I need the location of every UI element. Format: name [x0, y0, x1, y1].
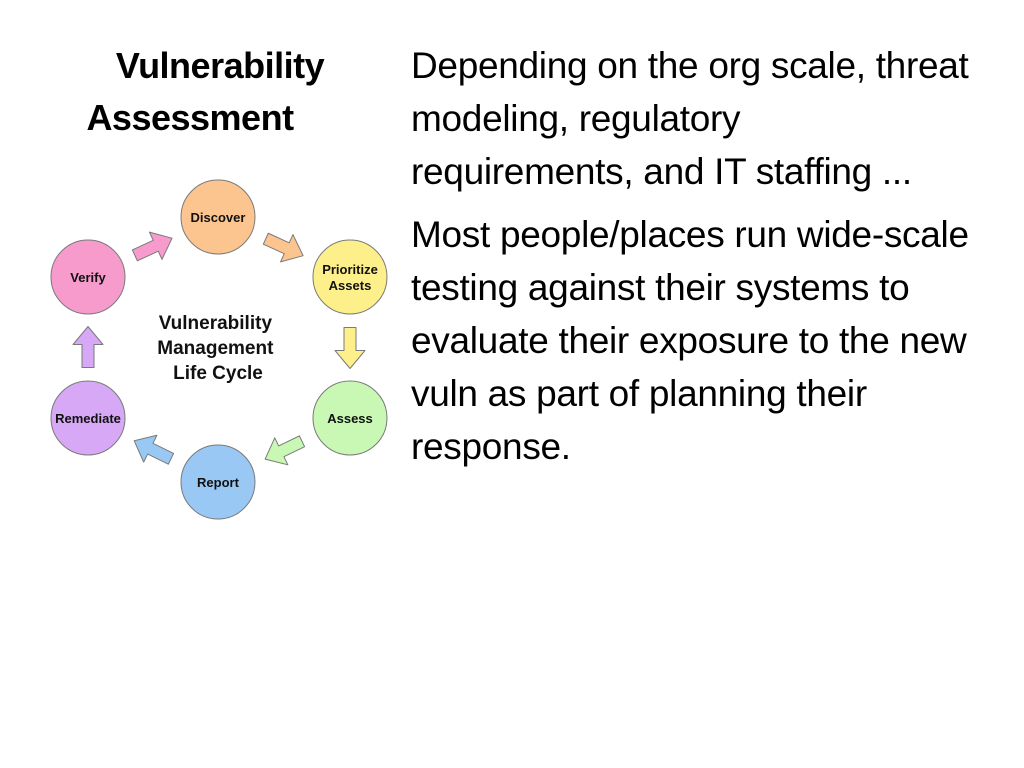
center-label-line-3: Life Cycle	[173, 363, 263, 384]
cycle-node-verify-label: Verify	[70, 270, 106, 285]
cycle-node-report: Report	[180, 444, 256, 520]
cycle-arrow-3-shape	[264, 435, 306, 466]
cycle-arrow-2-icon	[334, 327, 366, 369]
cycle-node-remediate-circle	[50, 380, 126, 456]
cycle-node-verify-label-line-1: Verify	[70, 270, 106, 285]
paragraph-1: Depending on the org scale, threat model…	[411, 45, 969, 192]
cycle-arrow-6-shape	[131, 231, 173, 262]
cycle-node-discover: Discover	[180, 179, 256, 255]
cycle-node-prioritize-assets-circle	[312, 239, 388, 315]
slide-title: Vulnerability Assessment	[60, 40, 380, 144]
cycle-node-discover-circle	[180, 179, 256, 255]
cycle-node-discover-label: Discover	[191, 210, 246, 225]
cycle-node-report-label: Report	[197, 475, 240, 490]
cycle-node-assess: Assess	[312, 380, 388, 456]
cycle-arrow-1-shape	[262, 232, 304, 263]
cycle-node-remediate-label: Remediate	[55, 411, 121, 426]
cycle-arrow-5-shape	[72, 326, 104, 368]
cycle-node-verify-circle	[50, 239, 126, 315]
arrows-layer	[72, 231, 366, 466]
cycle-node-verify: Verify	[50, 239, 126, 315]
cycle-node-assess-label: Assess	[327, 411, 373, 426]
cycle-node-prioritize-assets-label-line-2: Assets	[329, 278, 372, 293]
cycle-node-prioritize-assets-label-line-1: Prioritize	[322, 262, 378, 277]
slide-title-line-2: Assessment	[86, 97, 294, 138]
cycle-arrow-6-icon	[131, 231, 173, 262]
cycle-arrow-3-icon	[264, 435, 306, 466]
cycle-node-assess-circle	[312, 380, 388, 456]
cycle-node-remediate-label-line-1: Remediate	[55, 411, 121, 426]
cycle-node-assess-label-line-1: Assess	[327, 411, 373, 426]
center-label: Vulnerability Management Life Cycle	[157, 313, 278, 384]
cycle-arrow-1-icon	[262, 232, 304, 263]
cycle-arrow-4-shape	[133, 434, 175, 465]
center-label-line-2: Management	[157, 338, 274, 359]
cycle-arrow-4-icon	[133, 434, 175, 465]
body-text: Depending on the org scale, threat model…	[411, 39, 971, 483]
slide-title-line-1: Vulnerability	[115, 45, 325, 86]
cycle-node-discover-label-line-1: Discover	[191, 210, 246, 225]
cycle-node-report-circle	[180, 444, 256, 520]
cycle-arrow-5-icon	[72, 326, 104, 368]
cycle-node-report-label-line-1: Report	[197, 475, 240, 490]
cycle-arrow-2-shape	[334, 327, 366, 369]
center-label-line-1: Vulnerability	[159, 313, 273, 334]
paragraph-2: Most people/places run wide-scale testin…	[411, 214, 969, 467]
cycle-node-remediate: Remediate	[50, 380, 126, 456]
